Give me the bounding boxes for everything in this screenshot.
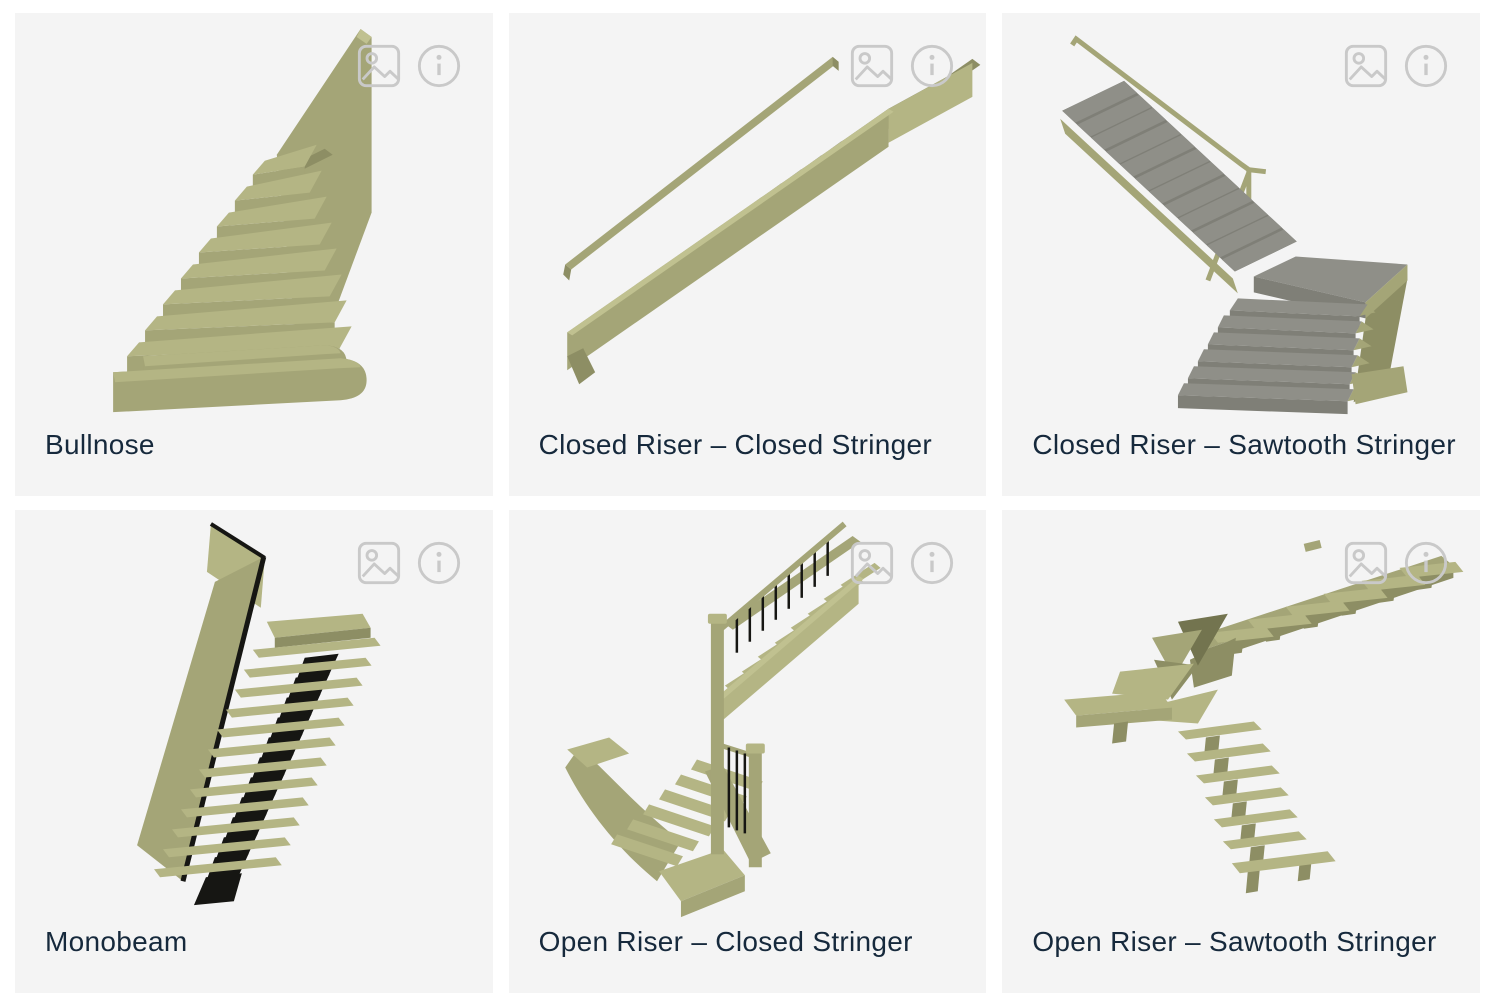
stair-type-label: Closed Riser – Closed Stringer (538, 429, 933, 461)
open-riser-closed-stringer-render (564, 521, 881, 918)
stair-type-label: Closed Riser – Sawtooth Stringer (1032, 429, 1456, 461)
info-icon[interactable] (416, 540, 462, 586)
image-icon[interactable] (356, 43, 402, 89)
stair-type-card-closed-riser-closed-stringer[interactable]: Closed Riser – Closed Stringer (508, 13, 987, 496)
stair-type-label: Open Riser – Sawtooth Stringer (1032, 926, 1437, 958)
open-riser-sawtooth-stringer-render (1064, 539, 1464, 894)
stair-cards-grid: Bullnose (15, 13, 1480, 993)
stair-type-card-bullnose[interactable]: Bullnose (15, 13, 493, 496)
stair-type-card-open-riser-closed-stringer[interactable]: Open Riser – Closed Stringer (508, 510, 987, 993)
closed-riser-sawtooth-stringer-render (1060, 35, 1408, 415)
info-icon[interactable] (416, 43, 462, 89)
image-icon[interactable] (356, 540, 402, 586)
image-icon[interactable] (1343, 540, 1389, 586)
stair-type-label: Bullnose (45, 429, 155, 461)
bullnose-stair-render (113, 28, 372, 413)
info-icon[interactable] (1403, 43, 1449, 89)
info-icon[interactable] (909, 540, 955, 586)
info-icon[interactable] (909, 43, 955, 89)
stair-type-card-monobeam[interactable]: Monobeam (15, 510, 493, 993)
info-icon[interactable] (1403, 540, 1449, 586)
image-icon[interactable] (1343, 43, 1389, 89)
closed-riser-closed-stringer-render (562, 56, 981, 385)
stair-type-card-closed-riser-sawtooth-stringer[interactable]: Closed Riser – Sawtooth Stringer (1002, 13, 1480, 496)
image-icon[interactable] (849, 43, 895, 89)
image-icon[interactable] (849, 540, 895, 586)
stair-type-card-open-riser-sawtooth-stringer[interactable]: Open Riser – Sawtooth Stringer (1002, 510, 1480, 993)
monobeam-stair-render (137, 522, 381, 906)
stair-type-label: Open Riser – Closed Stringer (538, 926, 913, 958)
stair-type-label: Monobeam (45, 926, 188, 958)
